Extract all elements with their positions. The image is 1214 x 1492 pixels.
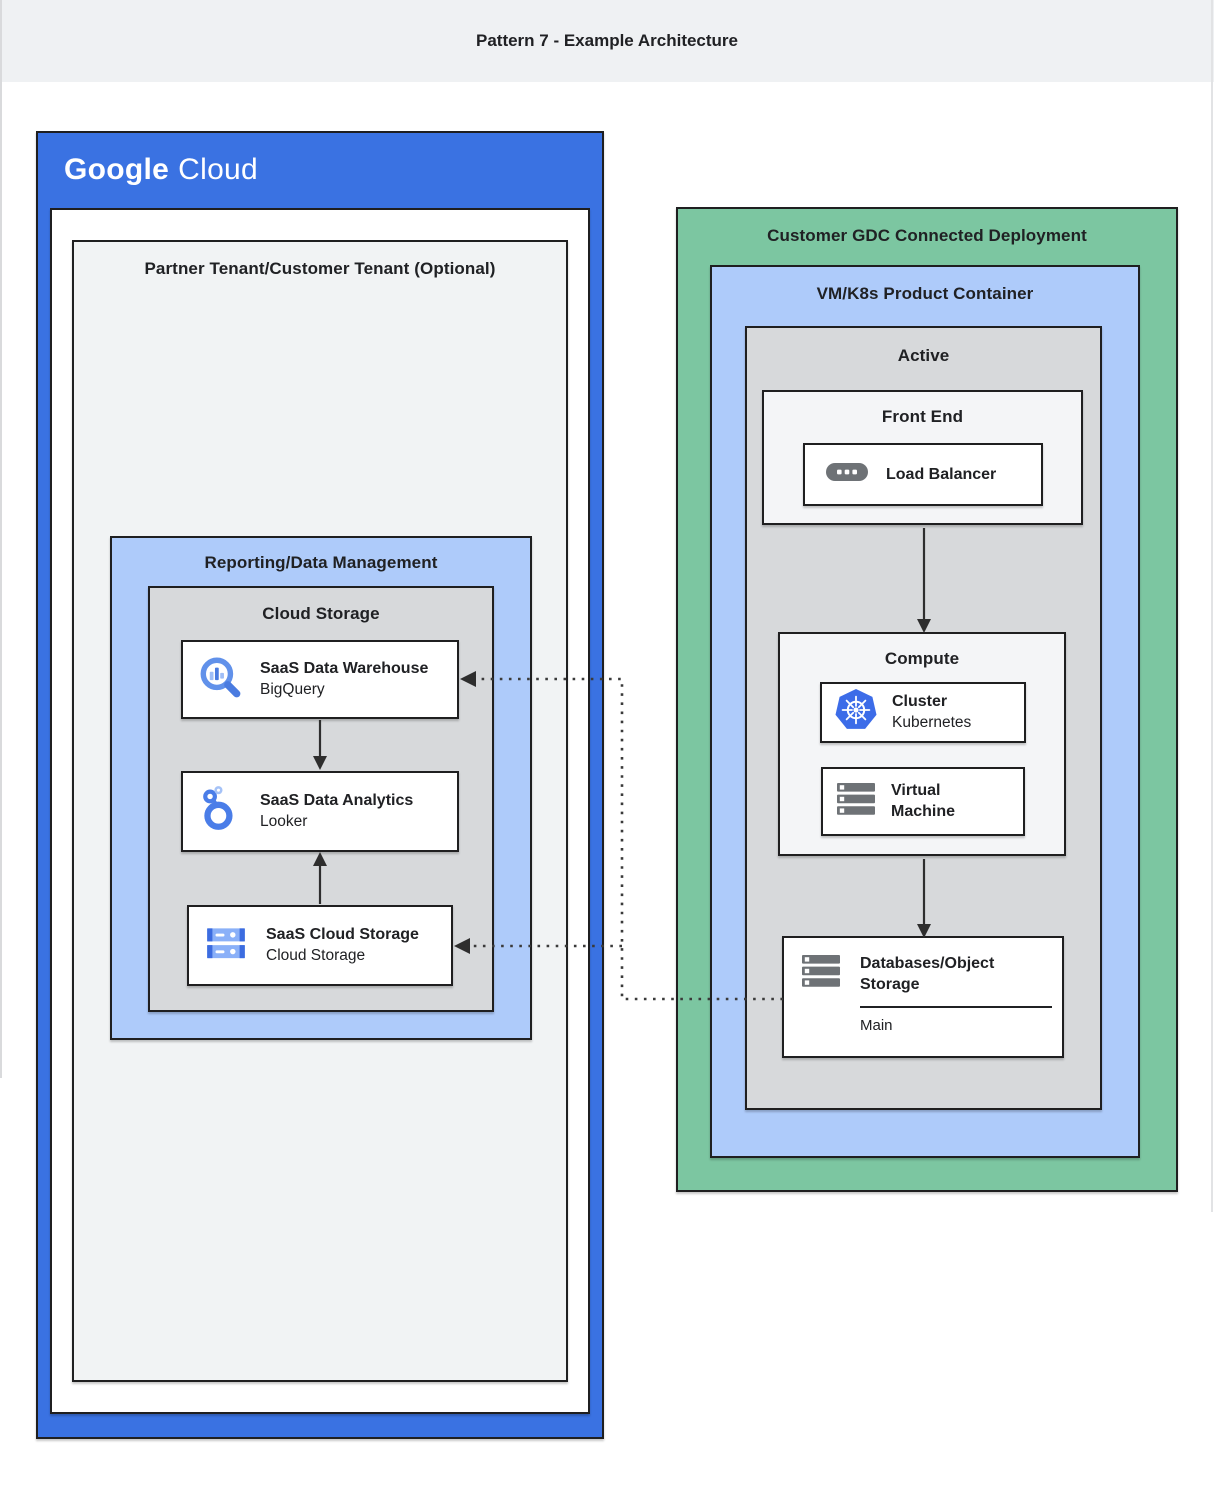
logo-word-google: Google (64, 153, 170, 186)
compute-box: Compute (778, 632, 1066, 856)
page-left-edge (0, 0, 2, 1078)
card-saas-data-warehouse: SaaS Data Warehouse BigQuery (181, 640, 459, 719)
load-balancer-title: Load Balancer (886, 465, 997, 483)
databases-section-label: Main (860, 1016, 893, 1034)
virtual-machine-icon (835, 782, 877, 821)
reporting-data-management-box: Reporting/Data Management Cloud Storage (110, 536, 532, 1040)
gdc-title: Customer GDC Connected Deployment (767, 226, 1087, 245)
warehouse-title: SaaS Data Warehouse (260, 660, 429, 678)
kubernetes-icon (834, 688, 878, 737)
diagram-header: Pattern 7 - Example Architecture (0, 0, 1214, 82)
page-right-edge (1211, 0, 1213, 1212)
front-end-title: Front End (881, 407, 964, 426)
cloud-storage-group-title: Cloud Storage (262, 604, 380, 623)
analytics-title: SaaS Data Analytics (260, 792, 414, 810)
front-end-box: Front End Load Balancer (762, 390, 1083, 525)
load-balancer-icon (825, 461, 869, 488)
compute-title: Compute (884, 649, 960, 668)
card-cluster: Cluster Kubernetes (820, 682, 1026, 743)
databases-title: Databases/Object Storage (860, 955, 995, 993)
virtual-machine-title: Virtual Machine (891, 781, 956, 820)
reporting-title: Reporting/Data Management (204, 553, 438, 572)
vmk8s-title: VM/K8s Product Container (816, 284, 1034, 303)
server-icon (800, 954, 842, 993)
looker-icon (197, 786, 243, 837)
card-load-balancer: Load Balancer (803, 443, 1043, 506)
gdc-deployment-container: Customer GDC Connected Deployment VM/K8s… (676, 207, 1178, 1192)
cloud-storage-group-box: Cloud Storage (148, 586, 494, 1012)
partner-tenant-box: Partner Tenant/Customer Tenant (Optional… (72, 240, 568, 1382)
warehouse-subtitle: BigQuery (260, 680, 325, 698)
google-cloud-inner-panel: Partner Tenant/Customer Tenant (Optional… (50, 208, 590, 1414)
partner-tenant-title: Partner Tenant/Customer Tenant (Optional… (144, 259, 496, 278)
card-virtual-machine: Virtual Machine (821, 767, 1025, 836)
storage-subtitle: Cloud Storage (266, 946, 366, 964)
page-title: Pattern 7 - Example Architecture (475, 31, 738, 50)
card-saas-data-analytics: SaaS Data Analytics Looker (181, 771, 459, 852)
databases-object-storage-box: Databases/Object Storage Main (782, 936, 1064, 1058)
cluster-subtitle: Kubernetes (892, 713, 972, 731)
logo-word-cloud: Cloud (178, 153, 259, 186)
storage-title: SaaS Cloud Storage (266, 926, 419, 944)
databases-divider (860, 1005, 1052, 1008)
cloud-storage-icon (203, 923, 249, 968)
vmk8s-product-container-box: VM/K8s Product Container Active Front En… (710, 265, 1140, 1158)
cluster-title: Cluster (892, 693, 948, 711)
analytics-subtitle: Looker (260, 812, 308, 830)
card-saas-cloud-storage: SaaS Cloud Storage Cloud Storage (187, 905, 453, 986)
active-box: Active Front End Load Ba (745, 326, 1102, 1110)
bigquery-icon (197, 654, 243, 705)
active-title: Active (897, 346, 950, 365)
